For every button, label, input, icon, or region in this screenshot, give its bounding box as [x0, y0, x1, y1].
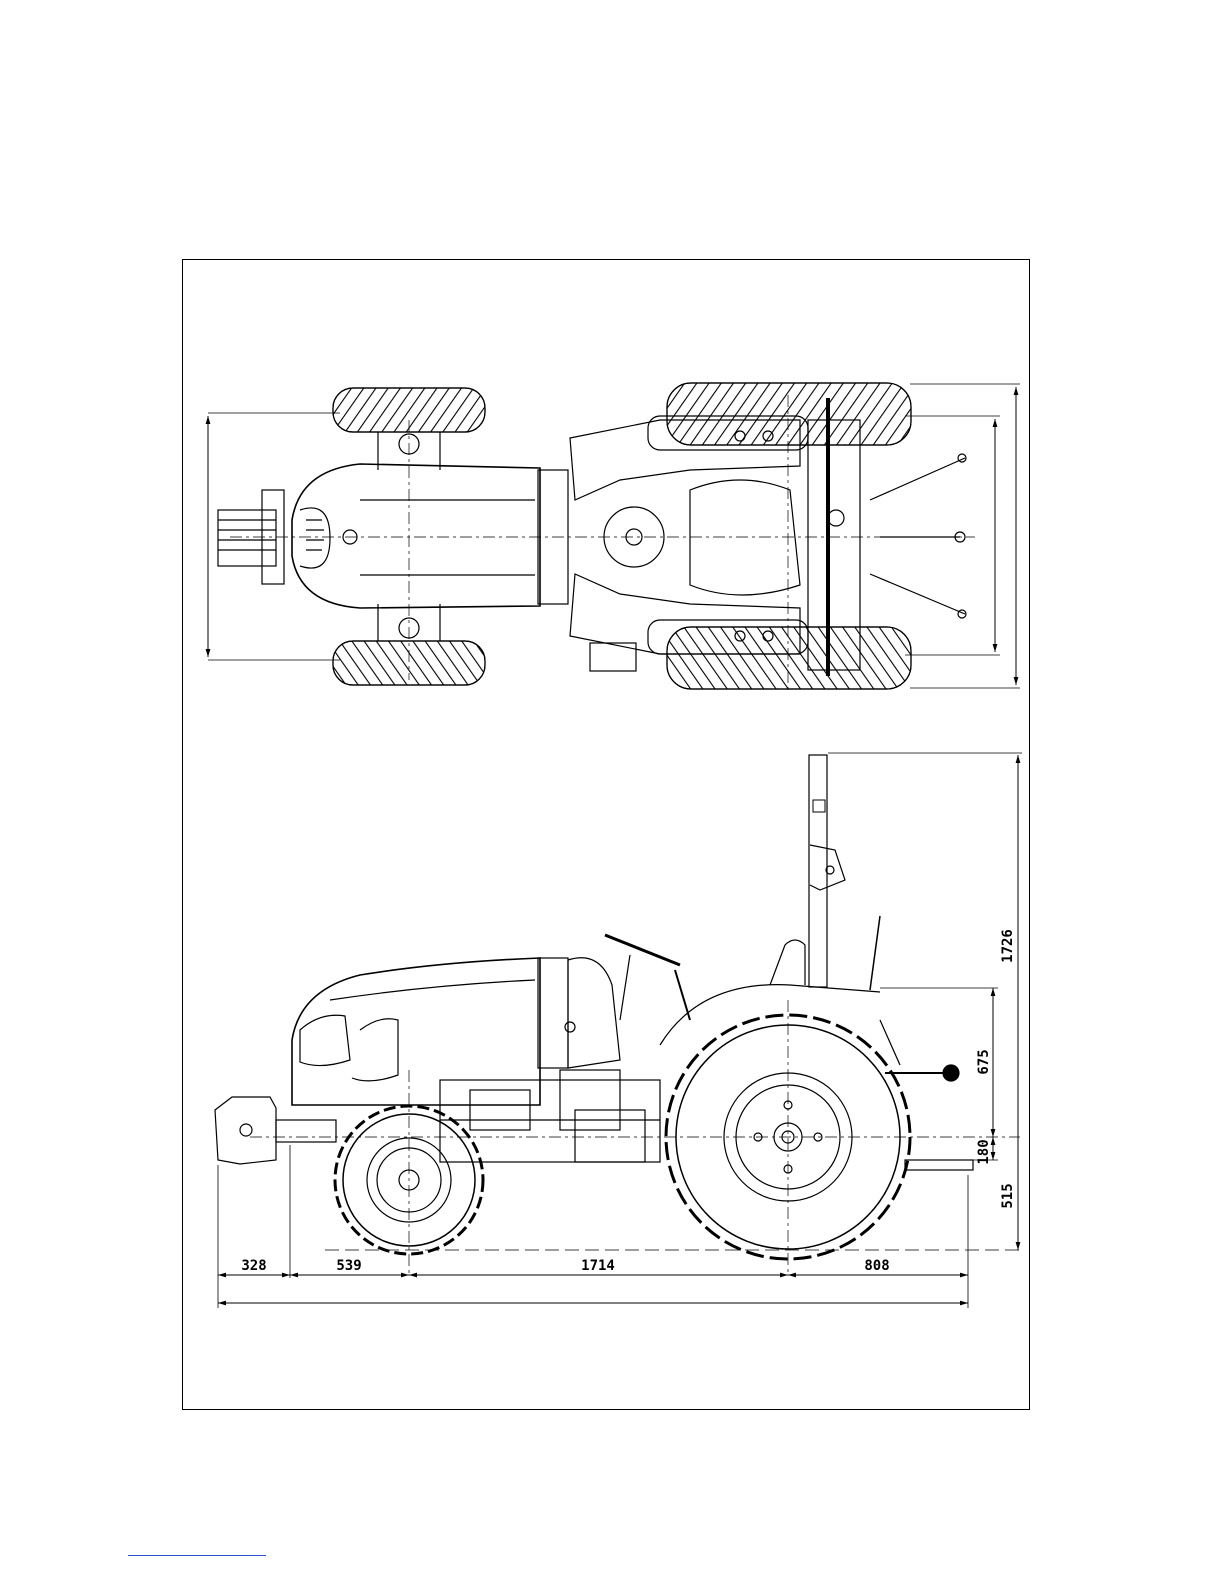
rear-left-wheel-top: [667, 383, 911, 445]
dim-rear-overhang: 808: [864, 1258, 889, 1274]
operator-station-side: [605, 935, 880, 1045]
rear-right-wheel-top: [667, 627, 911, 689]
side-view: [215, 753, 1022, 1308]
hood-side: [292, 958, 620, 1105]
dim-front-overhang: 328: [241, 1258, 266, 1274]
engine-chassis-side: [440, 1070, 660, 1162]
rear-hitch-top: [870, 454, 966, 618]
dim-rops-height: 1726: [1000, 929, 1016, 963]
front-weights-side: [215, 1097, 336, 1164]
dim-hitch-height: 675: [976, 1049, 992, 1074]
dim-wheelbase: 1714: [581, 1258, 615, 1274]
dim-drawbar-offset: 180: [976, 1139, 992, 1164]
top-view: [208, 383, 1020, 690]
front-weights-top: [218, 490, 284, 584]
hood-top: [292, 464, 568, 608]
rear-hitch-side: [880, 1020, 973, 1170]
footer-rule: [128, 1555, 266, 1556]
rops-side: [809, 755, 880, 990]
seat-top: [690, 480, 800, 595]
steering-wheel-side: [605, 935, 680, 965]
dim-axle-height: 515: [1000, 1183, 1016, 1208]
dim-front-axle-offset: 539: [336, 1258, 361, 1274]
